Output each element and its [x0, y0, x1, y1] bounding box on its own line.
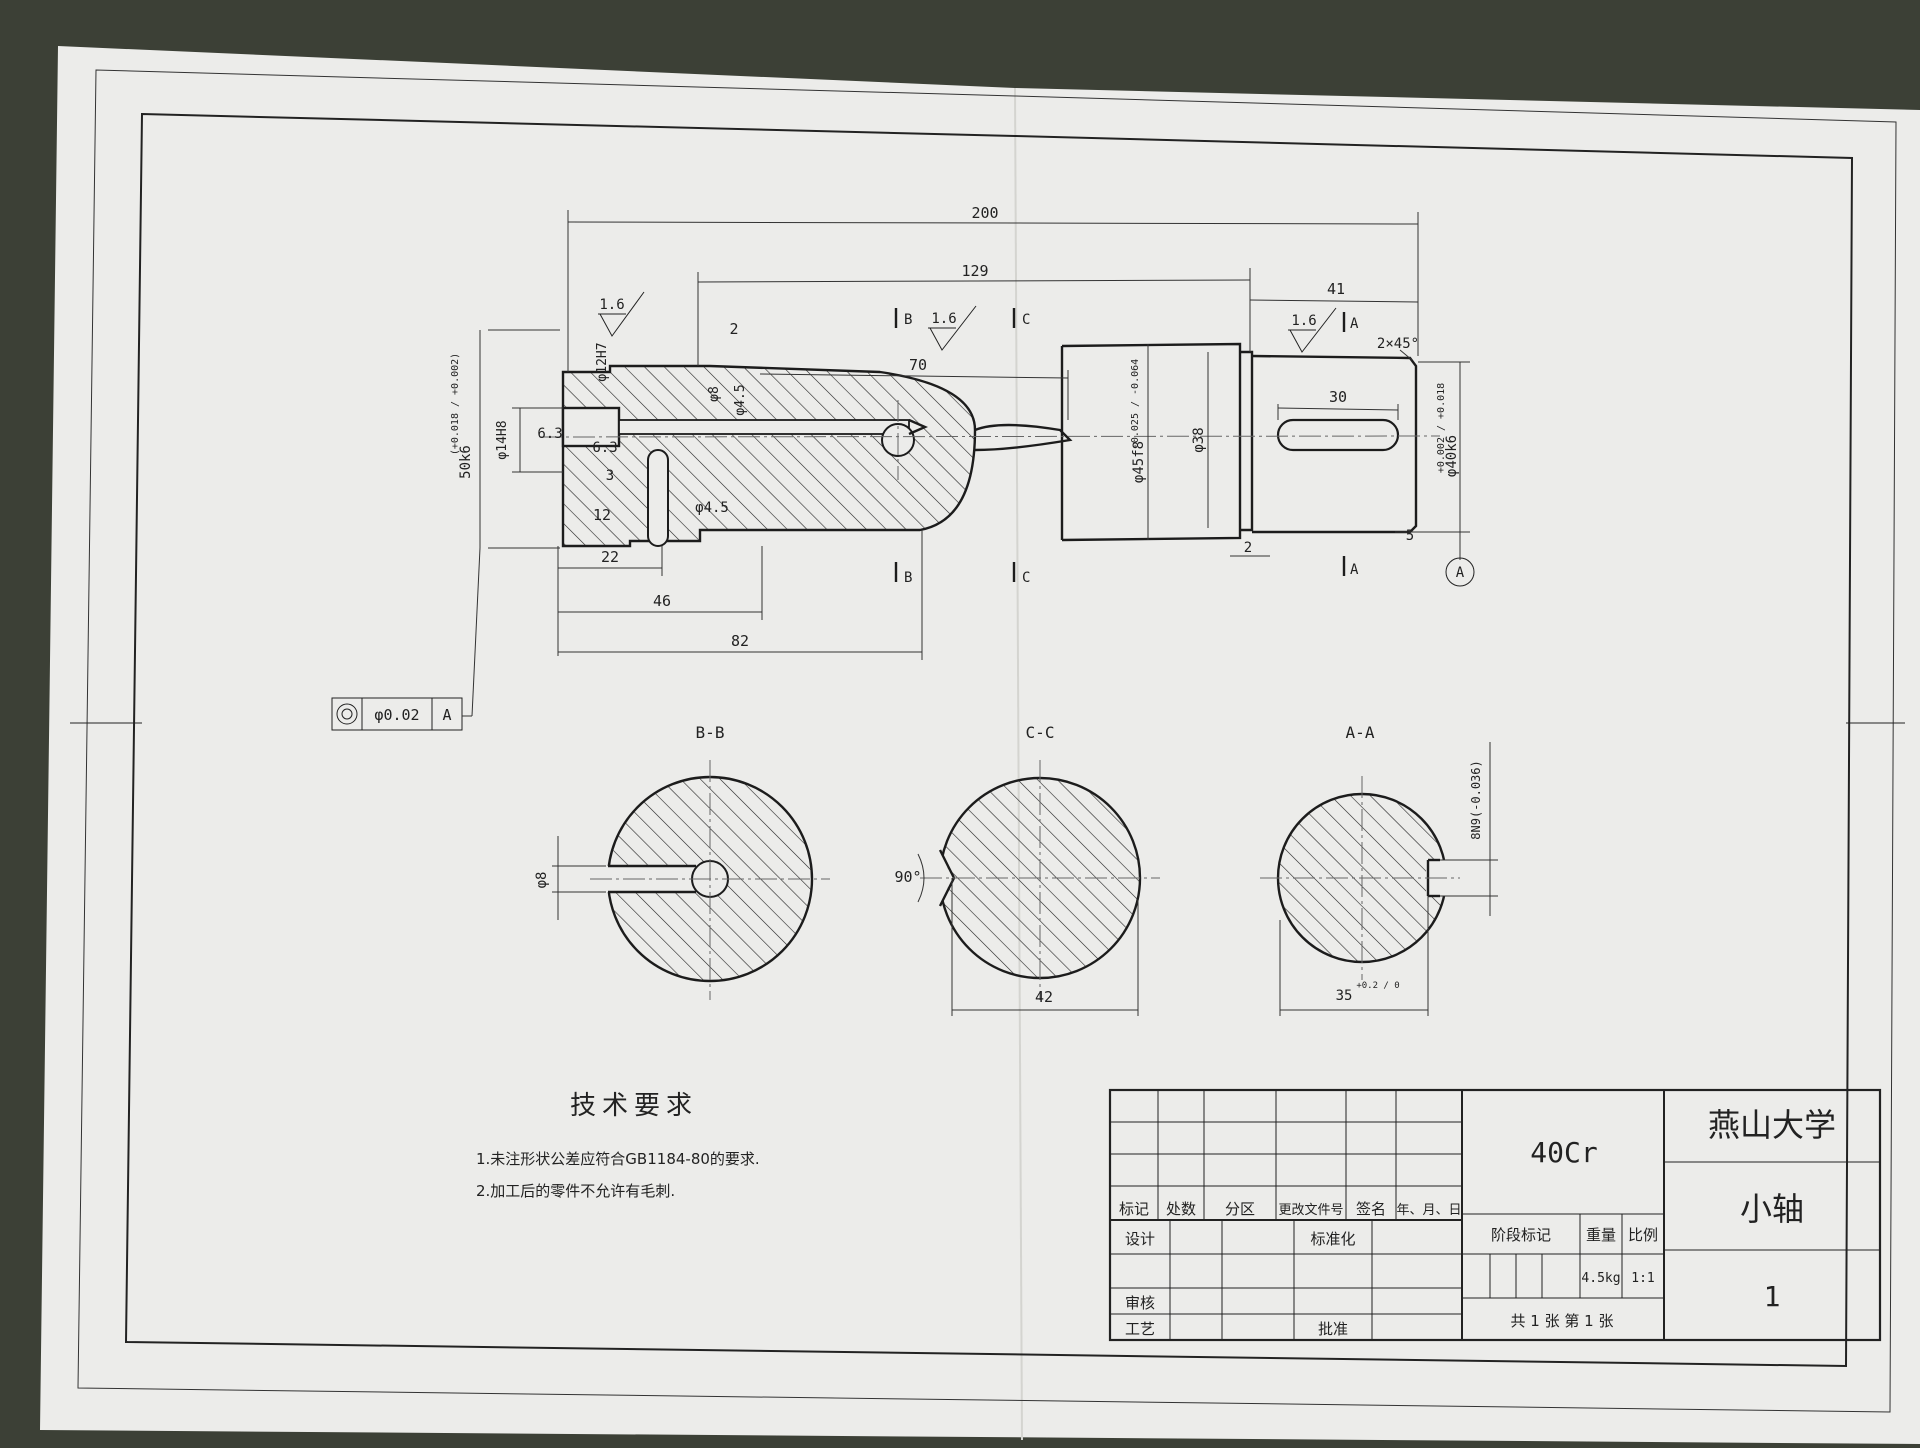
svg-text:A: A [1350, 316, 1359, 332]
svg-text:A: A [442, 706, 451, 724]
dim-40k6-tol: +0.002 / +0.018 [1436, 383, 1447, 473]
svg-text:C-C: C-C [1026, 723, 1055, 742]
bb-phi8: φ8 [534, 872, 550, 889]
dim-chamfer: 2×45° [1377, 336, 1419, 352]
rev-header-date: 年、月、日 [1396, 1203, 1461, 1218]
dim-41: 41 [1327, 280, 1345, 298]
paper-fold [1014, 87, 1023, 1441]
dim-40k6: φ40k6 [1444, 435, 1460, 477]
dim-50k6: 50k6 [458, 445, 474, 479]
tech-requirements: 技术要求 1.未注形状公差应符合GB1184-80的要求. 2.加工后的零件不允… [476, 1091, 760, 1200]
label-process: 工艺 [1125, 1320, 1155, 1338]
rev-header-mark: 标记 [1119, 1200, 1149, 1218]
label-design: 设计 [1125, 1230, 1155, 1248]
dim-phi-8-main: φ8 [707, 386, 722, 402]
roughness-symbol-2: 1.6 [928, 305, 977, 351]
dim-45f8-tol: -0.025 / -0.064 [1130, 359, 1141, 449]
dim-5: 5 [1406, 528, 1414, 544]
rev-header-doc: 更改文件号 [1278, 1203, 1343, 1218]
dim-phi-12h7: φ12H7 [595, 342, 610, 381]
svg-text:φ0.02: φ0.02 [374, 706, 419, 724]
dim-45f8: φ45f8 [1131, 441, 1147, 483]
label-review: 审核 [1125, 1294, 1155, 1312]
scale-value: 1:1 [1631, 1271, 1654, 1286]
dim-2-bottom: 2 [1244, 540, 1252, 556]
dim-phi-4-5-bottom: φ4.5 [695, 500, 729, 516]
label-weight: 重量 [1586, 1226, 1616, 1244]
dim-3: 3 [606, 468, 614, 484]
cc-width: 42 [1035, 988, 1053, 1006]
section-aa: A-A 8N9(-0.036) 35 +0.2 / 0 [1260, 723, 1498, 1016]
label-standardize: 标准化 [1310, 1230, 1355, 1248]
datum-label: A [1456, 565, 1465, 581]
keyway-slot [1276, 418, 1400, 452]
shaft-main-view [539, 342, 1441, 548]
datum-circle [1445, 557, 1475, 587]
shaft-centerline [539, 435, 1441, 438]
label-scale: 比例 [1628, 1226, 1658, 1244]
tech-item-2: 2.加工后的零件不允许有毛刺. [476, 1182, 675, 1200]
dim-200: 200 [971, 204, 998, 222]
dim-30: 30 [1329, 388, 1347, 406]
material: 40Cr [1530, 1136, 1597, 1169]
rev-header-zone: 分区 [1225, 1200, 1255, 1218]
dim-22: 22 [601, 548, 619, 566]
tech-item-1: 1.未注形状公差应符合GB1184-80的要求. [476, 1150, 760, 1168]
svg-text:1.6: 1.6 [599, 297, 624, 313]
label-approve: 批准 [1318, 1320, 1348, 1338]
dimension-lines [471, 210, 1470, 717]
dim-12: 12 [593, 506, 611, 524]
svg-text:A: A [1350, 562, 1359, 578]
section-marks: B B C C A A [894, 308, 1359, 586]
dim-phi-14h8: φ14H8 [495, 420, 510, 459]
dim-6-3-left: 6.3 [537, 426, 562, 442]
axial-hole [618, 419, 910, 435]
shaft-hatched-section [561, 364, 977, 548]
dim-129: 129 [961, 262, 988, 280]
rev-header-sign: 签名 [1356, 1200, 1386, 1218]
section-cc: C-C 90° 42 [894, 723, 1160, 1016]
cc-angle: 90° [894, 868, 921, 886]
roughness-symbol-1: 1.6 [598, 291, 645, 337]
inner-border [124, 112, 1854, 1368]
svg-text:B-B: B-B [696, 723, 725, 742]
dim-2-top: 2 [729, 320, 738, 338]
svg-text:C: C [1022, 570, 1030, 586]
aa-depth-tol: +0.2 / 0 [1356, 981, 1399, 991]
svg-text:B: B [904, 570, 912, 586]
dim-phi-4-5-top: φ4.5 [733, 384, 748, 415]
svg-text:1.6: 1.6 [931, 311, 956, 327]
dim-46: 46 [653, 592, 671, 610]
sheet-count: 共 1 张 第 1 张 [1511, 1312, 1614, 1330]
pin-hole [647, 449, 669, 547]
school-name: 燕山大学 [1708, 1106, 1836, 1144]
aa-depth: 35 [1336, 988, 1353, 1004]
tech-heading: 技术要求 [570, 1091, 698, 1121]
section-bb: B-B φ8 [534, 723, 830, 1000]
paper-sheet [40, 46, 1920, 1444]
dim-6-3-right: 6.3 [592, 440, 617, 456]
svg-text:1.6: 1.6 [1291, 313, 1316, 329]
dim-50k6-tol: (+0.018 / +0.002) [450, 353, 461, 455]
roughness-symbol-3: 1.6 [1288, 307, 1337, 353]
title-block: 标记 处数 分区 更改文件号 签名 年、月、日 设计 标准化 审核 工艺 批准 … [1108, 1088, 1882, 1342]
svg-text:B: B [904, 312, 912, 328]
rev-header-count: 处数 [1166, 1200, 1196, 1218]
dim-82: 82 [731, 632, 749, 650]
outer-border [77, 69, 1897, 1413]
drawing-number: 1 [1764, 1280, 1781, 1313]
dim-70: 70 [909, 356, 927, 374]
svg-text:A-A: A-A [1346, 723, 1375, 742]
svg-text:C: C [1022, 312, 1030, 328]
aa-keyway: 8N9(-0.036) [1469, 760, 1483, 839]
tolerance-frame: φ0.02 A [331, 697, 472, 731]
weight-value: 4.5kg [1581, 1271, 1620, 1286]
dim-38: φ38 [1191, 427, 1207, 452]
label-stage-mark: 阶段标记 [1491, 1226, 1551, 1244]
part-name: 小轴 [1740, 1190, 1804, 1228]
